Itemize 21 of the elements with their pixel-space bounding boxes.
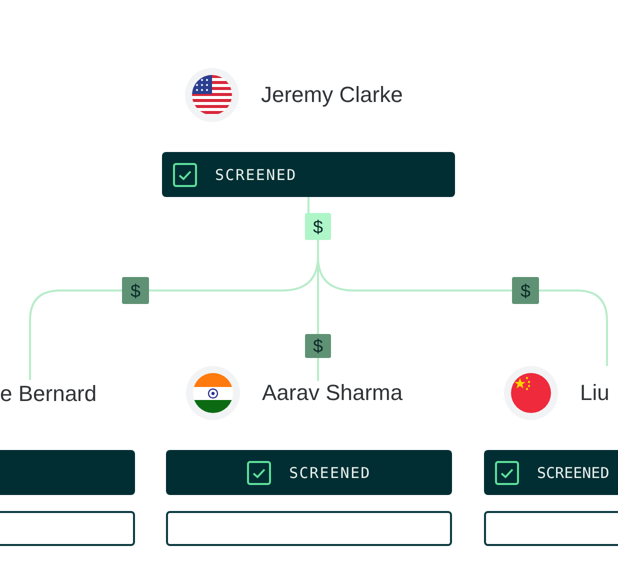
payment-badge: $ (305, 334, 331, 358)
payment-badge: $ (122, 277, 149, 304)
status-label: SCREENED (537, 464, 610, 482)
payment-badge: $ (512, 277, 539, 304)
status-bar (0, 450, 135, 495)
person-name: Jeremy Clarke (261, 82, 403, 108)
empty-field (0, 511, 135, 546)
person-name: Aarav Sharma (262, 380, 403, 406)
status-label: SCREENED (215, 166, 297, 184)
status-bar (162, 152, 455, 197)
connector-line (317, 240, 512, 292)
payment-badge: $ (305, 213, 331, 240)
connector-line (308, 197, 310, 213)
person-name: Liu (580, 380, 610, 406)
person-name: e Bernard (0, 380, 97, 406)
connector-line (539, 290, 608, 366)
status-bar (166, 450, 452, 495)
status-label: SCREENED (289, 464, 371, 482)
empty-field (166, 511, 452, 546)
connector-line (317, 358, 319, 381)
connector-line (29, 290, 122, 380)
